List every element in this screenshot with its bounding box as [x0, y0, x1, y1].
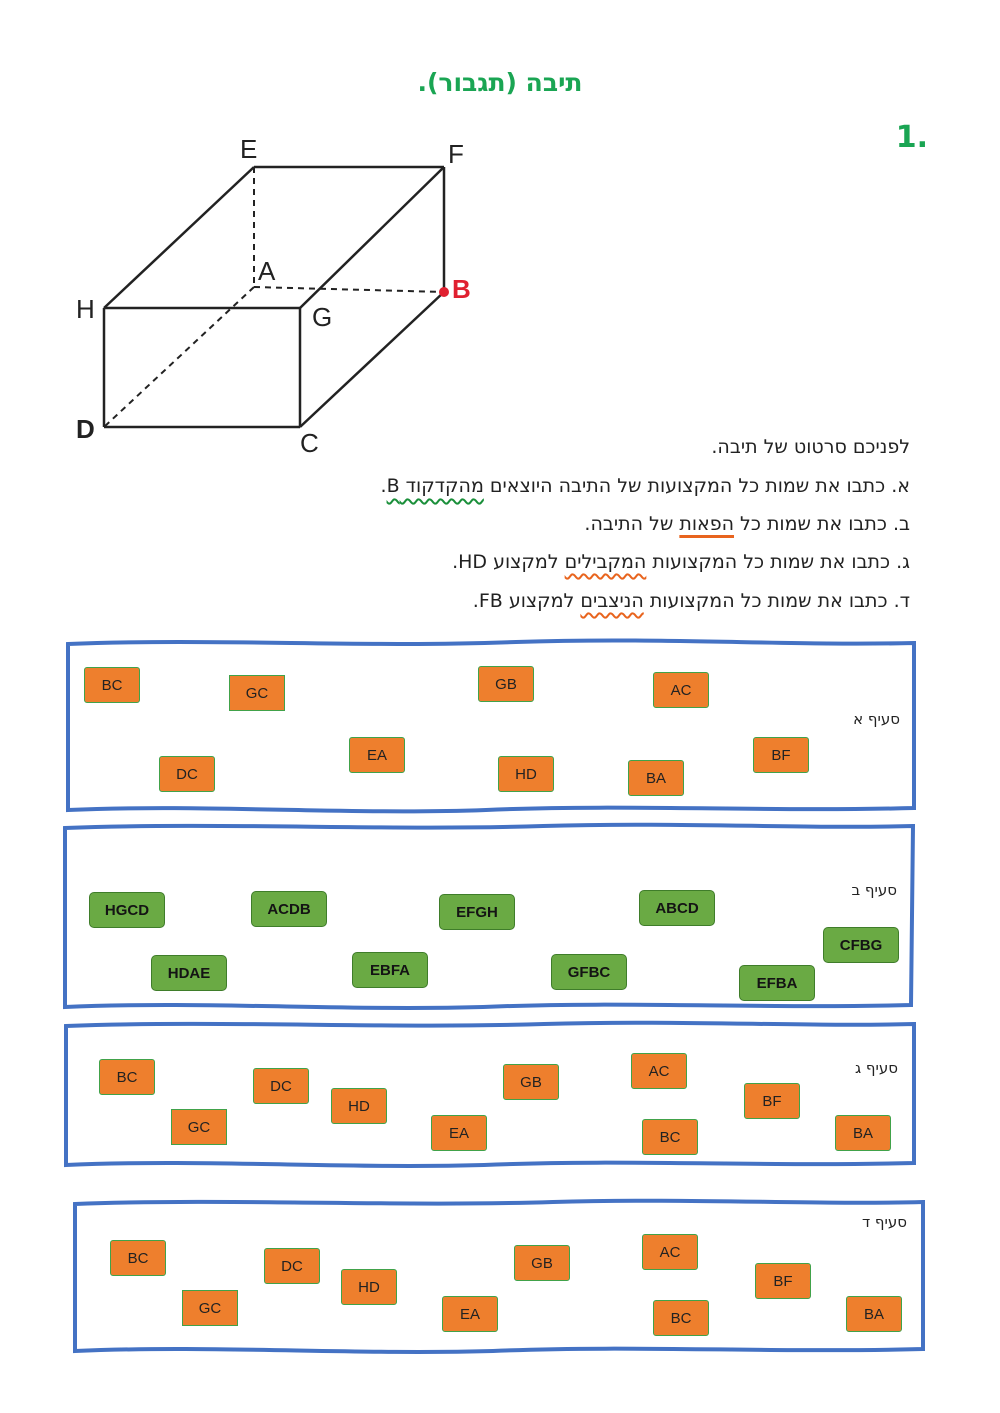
answer-chip[interactable]: HD [331, 1088, 387, 1124]
instruction-intro: לפניכם סרטוט של תיבה. [711, 436, 910, 458]
label-D: D [76, 414, 95, 444]
answer-chip[interactable]: HD [341, 1269, 397, 1305]
answer-chip[interactable]: DC [264, 1248, 320, 1284]
answer-chip[interactable]: BF [753, 737, 809, 773]
section-d-frame [73, 1198, 925, 1354]
edge-HE [103, 166, 255, 309]
vertex-b-dot [439, 287, 449, 297]
section-b-label: סעיף ב [851, 881, 897, 899]
answer-chip[interactable]: GC [171, 1109, 227, 1145]
instruction-c: ג. כתבו את שמות כל המקצועות המקבילים למק… [452, 551, 910, 573]
answer-chip[interactable]: AC [653, 672, 709, 708]
answer-chip[interactable]: BC [84, 667, 140, 703]
answer-chip[interactable]: EA [442, 1296, 498, 1332]
face-chip[interactable]: EFGH [439, 894, 515, 930]
answer-chip[interactable]: BA [846, 1296, 902, 1332]
answer-chip[interactable]: BC [110, 1240, 166, 1276]
section-c-frame [64, 1020, 916, 1168]
section-b-frame [63, 822, 916, 1010]
section-d-label: סעיף ד [861, 1213, 907, 1231]
section-a: סעיף א BC GC GB AC DC EA HD BA BF [66, 638, 916, 814]
section-c: סעיף ג BC DC HD GB AC BF GC EA BC BA [64, 1020, 916, 1168]
answer-chip[interactable]: EA [349, 737, 405, 773]
answer-chip[interactable]: BA [835, 1115, 891, 1151]
face-chip[interactable]: EBFA [352, 952, 428, 988]
face-chip[interactable]: GFBC [551, 954, 627, 990]
cube-diagram: E F A B H G D C [76, 134, 471, 458]
question-number: 1. [895, 120, 928, 155]
page-title: תיבה (תגבור). [417, 68, 583, 97]
face-chip[interactable]: HDAE [151, 955, 227, 991]
section-a-label: סעיף א [853, 710, 900, 728]
answer-chip[interactable]: EA [431, 1115, 487, 1151]
answer-chip[interactable]: DC [253, 1068, 309, 1104]
label-F: F [448, 139, 464, 169]
label-C: C [300, 428, 319, 458]
answer-chip[interactable]: AC [631, 1053, 687, 1089]
face-chip[interactable]: ACDB [251, 891, 327, 927]
section-b: סעיף ב HGCD ACDB EFGH ABCD CFBG HDAE EBF… [63, 822, 916, 1010]
answer-chip[interactable]: BC [653, 1300, 709, 1336]
answer-chip[interactable]: GC [182, 1290, 238, 1326]
label-H: H [76, 294, 95, 324]
face-chip[interactable]: CFBG [823, 927, 899, 963]
answer-chip[interactable]: GB [514, 1245, 570, 1281]
edge-AD [103, 286, 255, 428]
answer-chip[interactable]: BA [628, 760, 684, 796]
section-c-label: סעיף ג [854, 1059, 898, 1077]
answer-chip[interactable]: BF [744, 1083, 800, 1119]
label-A: A [258, 256, 276, 286]
answer-chip[interactable]: GB [478, 666, 534, 702]
edge-AB [253, 286, 445, 293]
label-E: E [240, 134, 257, 164]
label-G: G [312, 302, 332, 332]
edge-BC [299, 291, 445, 428]
answer-chip[interactable]: GB [503, 1064, 559, 1100]
label-B: B [452, 274, 471, 304]
section-a-frame [66, 638, 916, 814]
answer-chip[interactable]: AC [642, 1234, 698, 1270]
instruction-b: ב. כתבו את שמות כל הפאות של התיבה. [584, 513, 910, 535]
face-chip[interactable]: HGCD [89, 892, 165, 928]
answer-chip[interactable]: HD [498, 756, 554, 792]
face-chip[interactable]: ABCD [639, 890, 715, 926]
answer-chip[interactable]: BC [99, 1059, 155, 1095]
section-d: סעיף ד BC DC HD GB AC BF GC EA BC BA [73, 1198, 925, 1354]
instruction-a: א. כתבו את שמות כל המקצועות של התיבה היו… [380, 475, 910, 497]
answer-chip[interactable]: BF [755, 1263, 811, 1299]
answer-chip[interactable]: GC [229, 675, 285, 711]
face-chip[interactable]: EFBA [739, 965, 815, 1001]
instruction-d: ד. כתבו את שמות כל המקצועות הניצבים למקצ… [472, 590, 910, 612]
answer-chip[interactable]: BC [642, 1119, 698, 1155]
answer-chip[interactable]: DC [159, 756, 215, 792]
edge-FG [299, 166, 445, 309]
